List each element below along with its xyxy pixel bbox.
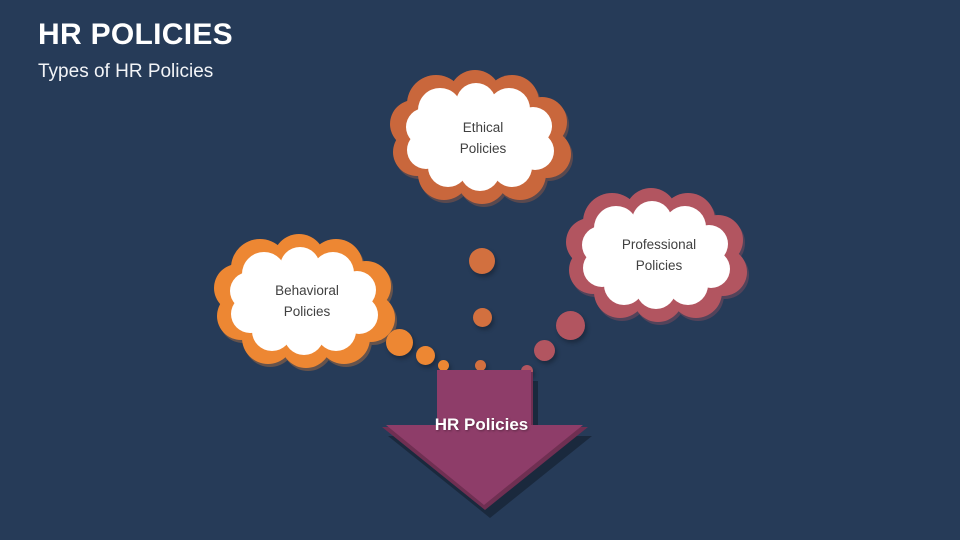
trail-dot-center-large [469,248,495,274]
behavioral-bubble-shape [214,234,397,371]
trail-dot-right-medium [534,340,555,361]
ethical-bubble-shape [390,70,573,207]
page-subtitle: Types of HR Policies [38,61,214,82]
trail-dot-left-small [438,360,449,371]
trail-dot-left-medium [416,346,435,365]
thought-bubble-behavioral[interactable]: Behavioral Policies [214,234,398,371]
page-title: HR POLICIES [38,18,233,51]
trail-dot-right-large [556,311,585,340]
trail-dot-left-large [386,329,413,356]
thought-bubble-professional[interactable]: Professional Policies [566,188,750,325]
trail-dot-center-medium [473,308,492,327]
professional-bubble-shape [566,188,749,325]
trail-dot-center-small [475,360,486,371]
arrow-shape [382,370,592,518]
thought-bubble-ethical[interactable]: Ethical Policies [390,70,574,207]
hr-policies-arrow[interactable]: HR Policies [375,368,600,518]
